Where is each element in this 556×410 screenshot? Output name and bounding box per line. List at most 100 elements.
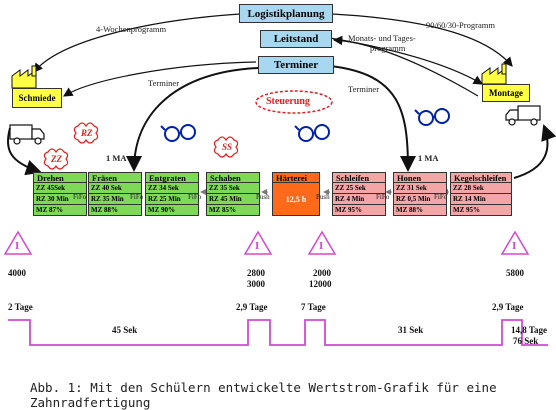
inventory-triangle-3 <box>307 230 337 255</box>
label-4-wochenprogramm: 4-Wochenprogramm <box>96 24 167 34</box>
label-1ma-right: 1 MA <box>418 153 439 163</box>
process-zz: ZZ 28 Sek <box>450 183 512 194</box>
arrow-terminer-left <box>126 67 259 172</box>
process-rz: RZ 0,5 Min <box>393 194 447 205</box>
glasses-icon-right <box>414 108 450 126</box>
process-zz: ZZ 35 Sek <box>206 183 260 194</box>
process-mz: MZ 85% <box>206 205 260 216</box>
process-title: Fräsen <box>88 172 142 183</box>
inventory-symbol-4: I <box>512 240 517 252</box>
inventory-value-4: 5800 <box>506 268 524 278</box>
process-title: Kegelschleifen <box>450 172 512 183</box>
glasses-icon-middle <box>294 124 330 142</box>
process-title: Entgraten <box>145 172 199 183</box>
process-rz: RZ 45 Min <box>206 194 260 205</box>
process-rz: RZ 35 Min <box>88 194 142 205</box>
steuerung-label: Steuerung <box>266 96 310 107</box>
arrow-truck-right <box>513 124 556 179</box>
inventory-symbol-2: I <box>255 240 260 252</box>
process-drehen: Drehen ZZ 45Sek RZ 30 Min MZ 87% <box>33 172 87 216</box>
label-monats-tages-1: Monats- und Tages- <box>348 33 416 43</box>
process-rz: RZ 14 Min <box>450 194 512 205</box>
process-title: Schaben <box>206 172 260 183</box>
leitstand-box: Leitstand <box>260 30 332 48</box>
process-haerterei: Härterei 12,5 h <box>272 172 320 216</box>
kaizen-burst-rz <box>73 122 99 144</box>
process-honen: Honen ZZ 31 Sek RZ 0,5 Min MZ 88% <box>393 172 447 216</box>
bubble-ss-text: SS <box>222 142 233 152</box>
connector-label: FiFo <box>188 193 202 201</box>
process-kegelschleifen: Kegelschleifen ZZ 28 Sek RZ 14 Min MZ 95… <box>450 172 512 216</box>
process-zz: ZZ 34 Sek <box>145 183 199 194</box>
process-mz: MZ 88% <box>393 205 447 216</box>
process-fraesen: Fräsen ZZ 40 Sek RZ 35 Min MZ 88% <box>88 172 142 216</box>
bubble-rz-text: RZ <box>81 128 93 138</box>
label-1ma-left: 1 MA <box>106 153 127 163</box>
timeline-days-3: 7 Tage <box>301 302 326 312</box>
montage-box: Montage <box>482 84 530 102</box>
process-title: Härterei <box>272 172 320 183</box>
schmiede-box: Schmiede <box>12 88 62 108</box>
process-rz: RZ 4 Min <box>332 194 386 205</box>
process-zz: ZZ 40 Sek <box>88 183 142 194</box>
timeline-total-days: 14,8 Tage <box>511 325 548 335</box>
process-mz: MZ 88% <box>88 205 142 216</box>
connector-label: FiFo <box>130 193 144 201</box>
arrow-montage-to-leitstand <box>332 35 479 97</box>
process-mz: MZ 95% <box>332 205 386 216</box>
process-title: Honen <box>393 172 447 183</box>
connector-label: FiFo <box>73 193 87 201</box>
montage-factory-icon <box>481 63 507 85</box>
label-terminer-right: Terminer <box>348 84 380 94</box>
timeline-total-seconds: 76 Sek <box>513 336 539 346</box>
timeline-seconds-2: 31 Sek <box>398 325 424 335</box>
label-90-60-30-programm: 90/60/30-Programm <box>426 20 495 30</box>
arrow-terminer-to-schmiede <box>62 61 257 97</box>
truck-icon-left <box>9 124 45 145</box>
process-mz: MZ 95% <box>450 205 512 216</box>
timeline-days-4: 2,9 Tage <box>492 302 524 312</box>
glasses-icon-left <box>160 124 196 142</box>
process-zz: ZZ 25 Sek <box>332 183 386 194</box>
inventory-triangle-4 <box>500 230 530 255</box>
process-mz: MZ 90% <box>145 205 199 216</box>
timeline-days-2: 2,9 Tage <box>236 302 268 312</box>
process-schaben: Schaben ZZ 35 Sek RZ 45 Min MZ 85% <box>206 172 260 216</box>
inventory-value-1: 4000 <box>8 268 26 278</box>
kaizen-burst-ss <box>213 136 239 158</box>
label-terminer-left: Terminer <box>148 78 180 88</box>
label-monats-tages-2: programm <box>370 43 406 53</box>
process-title: Schleifen <box>332 172 386 183</box>
inventory-triangle-2 <box>243 230 273 255</box>
process-entgraten: Entgraten ZZ 34 Sek RZ 25 Min MZ 90% <box>145 172 199 216</box>
inventory-value-3a: 2000 <box>313 268 331 278</box>
process-mz: MZ 87% <box>33 205 87 216</box>
timeline-line <box>8 319 548 346</box>
inventory-value-3b: 12000 <box>309 279 332 289</box>
timeline-days-1: 2 Tage <box>8 302 33 312</box>
process-duration: 12,5 h <box>272 183 320 216</box>
inventory-triangle-1 <box>3 230 33 255</box>
connector-label: FiFo <box>376 193 390 201</box>
figure-caption-line2: Zahnradfertigung <box>30 395 151 410</box>
arrow-terminer-right <box>329 65 416 172</box>
inventory-value-2a: 2800 <box>247 268 265 278</box>
arrow-logistik-to-schmiede <box>33 13 241 73</box>
process-rz: RZ 30 Min <box>33 194 87 205</box>
process-schleifen: Schleifen ZZ 25 Sek RZ 4 Min MZ 95% <box>332 172 386 216</box>
timeline-seconds-1: 45 Sek <box>112 325 138 335</box>
process-zz: ZZ 31 Sek <box>393 183 447 194</box>
steuerung-cloud <box>255 90 333 114</box>
process-rz: RZ 25 Min <box>145 194 199 205</box>
inventory-symbol-3: I <box>319 240 324 252</box>
arrow-leitstand-to-montage <box>329 37 484 85</box>
truck-icon-right <box>505 105 541 126</box>
arrow-logistik-to-montage <box>331 13 513 67</box>
connector-label: FiFo <box>434 193 448 201</box>
arrow-truck-left <box>6 127 42 176</box>
process-title: Drehen <box>33 172 87 183</box>
terminer-box: Terminer <box>258 56 334 74</box>
inventory-value-2b: 3000 <box>247 279 265 289</box>
